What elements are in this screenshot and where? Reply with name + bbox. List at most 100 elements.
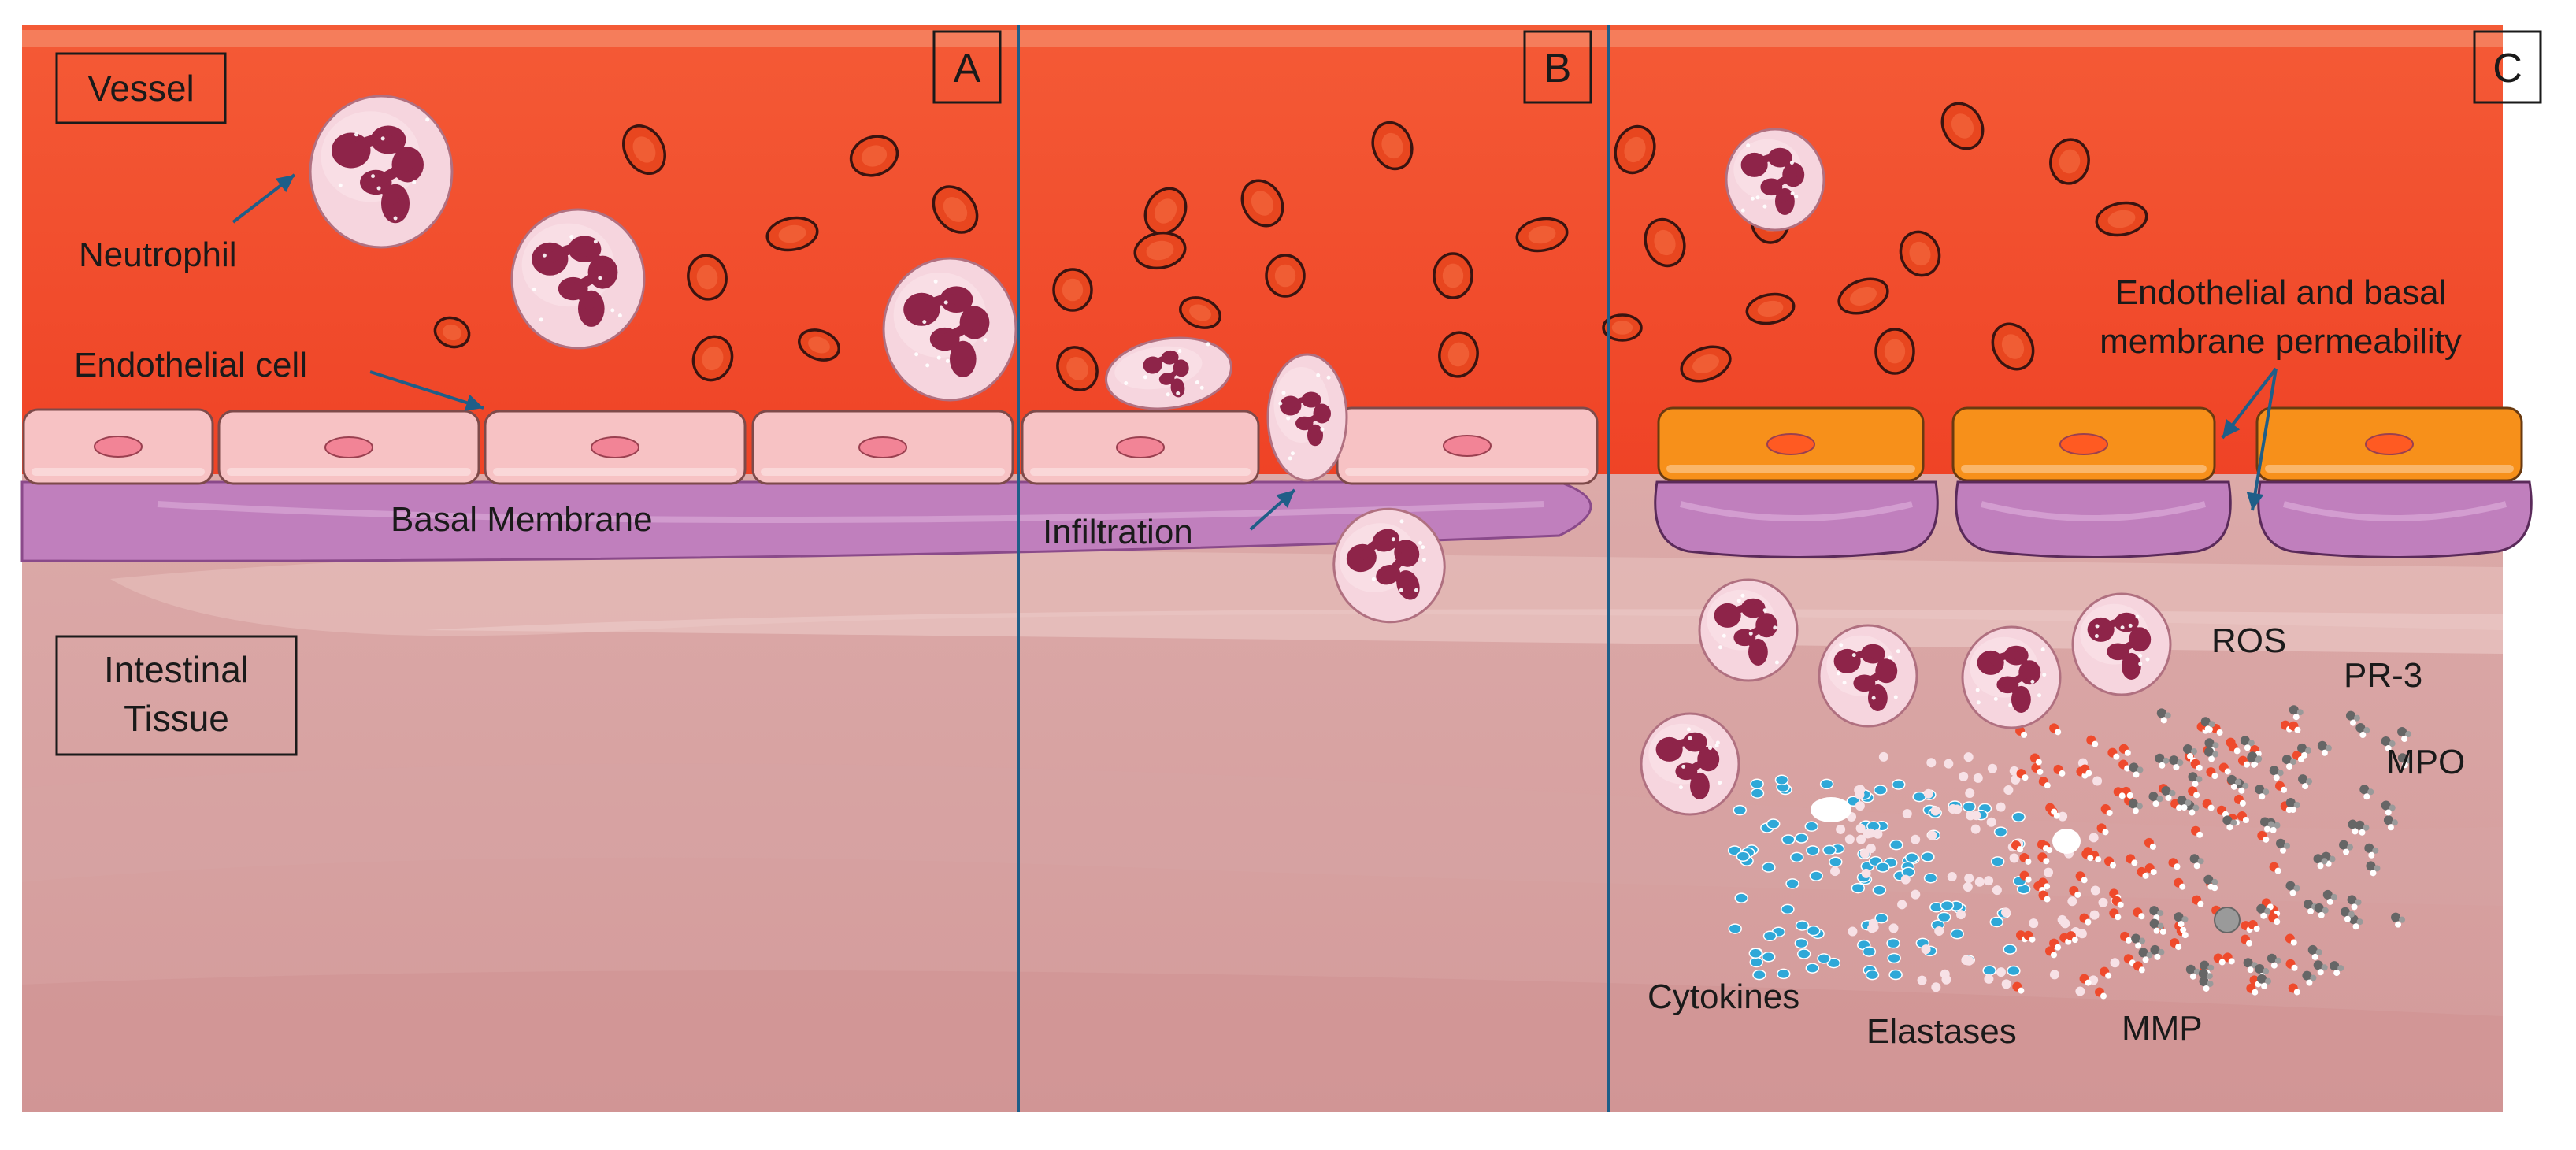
- elastase-particle: [1921, 944, 1931, 955]
- elastase-particle: [1984, 974, 1994, 984]
- mmp-particle: [2133, 907, 2145, 920]
- granule-particles: [1727, 705, 2412, 1000]
- endothelial-cell-label: Endothelial cell: [74, 346, 307, 384]
- mmp-particle: [2137, 866, 2149, 879]
- cytokine-particle: [1874, 912, 1888, 924]
- cytokine-particle: [1794, 937, 1809, 949]
- mmp-particle: [2079, 974, 2092, 986]
- mpo-particle: [2276, 838, 2291, 854]
- elastase-particle: [1902, 809, 1912, 819]
- cytokine-particle: [1733, 804, 1748, 816]
- neutrophil: [510, 208, 646, 350]
- cytokine-particle: [1851, 882, 1866, 894]
- elastase-particle: [1926, 758, 1937, 768]
- basal-membrane-segment: [2257, 480, 2533, 558]
- mmp-particle: [2079, 913, 2092, 926]
- mmp-particle: [2120, 931, 2133, 944]
- basal-membrane-label: Basal Membrane: [391, 500, 653, 539]
- cytokine-particle: [1819, 778, 1834, 790]
- elastase-particle: [1854, 785, 1864, 796]
- mmp-particle: [2037, 840, 2049, 852]
- intestinal-text: Intestinal: [104, 649, 249, 690]
- mmp-particle: [2049, 723, 2062, 736]
- elastase-particle: [1970, 824, 1981, 834]
- mpo-particle: [2240, 736, 2255, 751]
- elastase-particle: [1868, 918, 1878, 929]
- mpo-particle: [2189, 854, 2204, 870]
- elastase-particle: [1855, 801, 1865, 811]
- elastase-particle: [2057, 914, 2067, 925]
- neutrophil: [1332, 507, 1446, 624]
- red-blood-cell: [849, 135, 899, 177]
- mmp-particle: [2031, 762, 2044, 775]
- mpo-particle: [2185, 964, 2200, 980]
- mmp-particle: [2038, 777, 2051, 789]
- cytokine-particle: [1796, 948, 1811, 959]
- elastase-particle: [1863, 829, 1873, 839]
- mpo-particle: [2199, 976, 2214, 992]
- mpo-particle: [2174, 912, 2189, 928]
- mmp-particle: [2053, 764, 2066, 777]
- vessel-label: Vessel: [55, 52, 227, 124]
- red-blood-cell: [691, 335, 734, 382]
- cytokine-particle: [1982, 965, 1996, 976]
- endothelial-cell: [1951, 406, 2216, 482]
- elastase-particle: [1940, 969, 1950, 979]
- red-blood-cell: [1874, 328, 1915, 375]
- mmp-particle: [2044, 946, 2057, 959]
- cytokine-particle: [1887, 952, 1901, 964]
- mpo-particle: [2307, 944, 2322, 960]
- arrow: [2221, 367, 2278, 440]
- mmp-particle: [2285, 933, 2297, 946]
- mmp-particle: [2206, 767, 2218, 780]
- mpo-particle: [2161, 785, 2176, 801]
- mpo-particle: [2297, 743, 2312, 759]
- mpo-particle: [2359, 785, 2374, 800]
- cytokine-particle: [1736, 851, 1751, 862]
- red-blood-cell: [1433, 252, 1473, 299]
- mmp-particle: [2144, 837, 2156, 850]
- mpo-particle: [2281, 755, 2296, 770]
- permeability-label-line2: membrane permeability: [2100, 322, 2462, 361]
- cytokine-particle: [1940, 900, 1955, 911]
- mpo-particle: [2302, 970, 2317, 986]
- cytokine-particle: [1937, 911, 1951, 923]
- elastase-particle: [1987, 763, 1997, 773]
- cytokine-particle: [1804, 821, 1819, 832]
- neutrophil: [1698, 578, 1799, 682]
- basal-membrane-segment: [1654, 480, 1939, 558]
- mpo-particle: [2188, 772, 2203, 788]
- mpo-particle: [2397, 753, 2412, 769]
- cytokine-particle: [1817, 953, 1831, 964]
- red-blood-cell: [622, 124, 666, 175]
- mmp-particle: [2049, 938, 2062, 951]
- elastase-particle: [1959, 771, 1969, 781]
- mmp-particle: [2257, 830, 2270, 843]
- ros-label: ROS: [2211, 621, 2286, 660]
- mmp-particle: [2080, 764, 2092, 777]
- elastase-particle: [1996, 967, 2006, 978]
- mpo-particle: [2128, 799, 2143, 814]
- mmp-particle: [2246, 983, 2259, 996]
- mpo-particle: [2183, 744, 2198, 759]
- mpo-particle: [2366, 861, 2381, 877]
- elastase-particle: [2092, 776, 2103, 786]
- elastase-particle: [1952, 804, 1963, 814]
- mpo-particle: [2148, 792, 2163, 807]
- mpo-particle: [2200, 717, 2215, 733]
- mpo-particle: [2177, 796, 2192, 811]
- mpo-particle: [2129, 762, 2144, 778]
- cytokine-particle: [1891, 779, 1906, 790]
- panel-letter-a: A: [954, 46, 981, 91]
- red-blood-cell: [2095, 201, 2148, 237]
- mmp-particle: [2012, 981, 2025, 994]
- mmp-particle: [2269, 862, 2281, 874]
- elastase-particle: [1878, 751, 1888, 762]
- neutrophil: [1961, 625, 2062, 729]
- elastase-particle: [2052, 829, 2081, 854]
- panel-label-c: C: [2473, 30, 2542, 104]
- mmp-particle: [2109, 908, 2122, 921]
- mmp-particle: [2075, 871, 2088, 884]
- endothelial-cell: [484, 410, 747, 485]
- cytokine-particle: [1781, 834, 1796, 845]
